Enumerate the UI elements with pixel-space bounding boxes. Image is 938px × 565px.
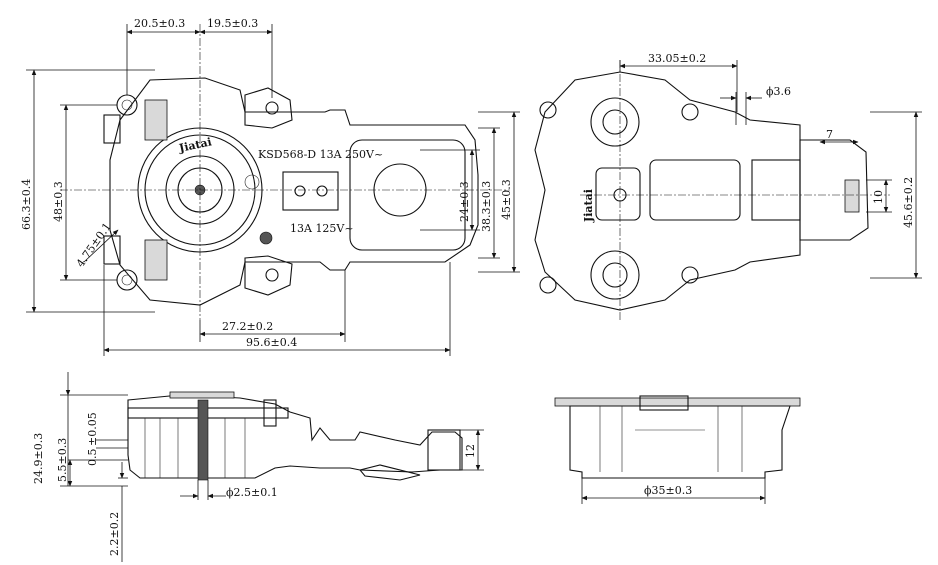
- bottom-view-body-outline: [534, 71, 801, 311]
- top-view-contact-rivet-2: [316, 185, 328, 197]
- dim-text-3-6: ϕ3.6: [766, 85, 791, 98]
- top-view-contact-rivet-1: [294, 185, 306, 197]
- bottom-view-hole-lower-left: [539, 276, 557, 294]
- top-view-marking-model: KSD568-D 13A 250V~: [258, 148, 383, 161]
- bottom-view-terminal-boss-upper: [590, 97, 640, 147]
- bottom-view-hole-upper-left: [539, 101, 557, 119]
- dim-leader-4-75: [83, 229, 119, 263]
- dim-text-33-05: 33.05±0.2: [648, 52, 706, 65]
- top-view: KSD568-D 13A 250V~ 13A 125V~ Jiatai 20.5…: [20, 17, 520, 356]
- dim-text-2-5: ϕ2.5±0.1: [226, 486, 278, 499]
- bottom-view-terminal-boss-upper-inner: [602, 109, 628, 135]
- dim-text-24: 24±0.3: [458, 181, 471, 222]
- top-view-mount-hole-upper-right: [265, 101, 279, 115]
- top-view-terminal-lower: [144, 239, 168, 281]
- side-view: 24.9±0.3 5.5±0.3 0.5 ±0.05 ϕ2.5±0.1 2.2±…: [32, 372, 484, 562]
- dim-text-19-5: 19.5±0.3: [207, 17, 258, 30]
- bottom-view-contact-cavity: [649, 159, 741, 221]
- dim-text-66-3: 66.3±0.4: [20, 179, 33, 230]
- side-view-plug-head: [427, 429, 461, 471]
- top-view-right-ear-lower: [244, 255, 293, 296]
- side-view-body-outline: [127, 394, 463, 479]
- dim-text-4-75: 4.75±0.1: [74, 220, 114, 269]
- dim-text-7: 7: [826, 128, 833, 141]
- top-view-marking-rating: 13A 125V~: [290, 222, 354, 235]
- top-view-tab-upper: [103, 114, 121, 144]
- dim-text-35: ϕ35±0.3: [644, 484, 692, 497]
- dim-text-10: 10: [872, 190, 885, 204]
- front-view-top-plate: [554, 397, 801, 407]
- bottom-view-plug-slot: [844, 179, 860, 213]
- bottom-view-hole-lower-right: [681, 266, 699, 284]
- top-view-contact-block: [282, 171, 339, 211]
- bottom-view-terminal-boss-lower: [590, 250, 640, 300]
- dim-text-20-5: 20.5±0.3: [134, 17, 185, 30]
- dim-text-38-3: 38.3±0.3: [480, 181, 493, 232]
- bottom-view-center-boss: [595, 167, 641, 221]
- dim-text-45: 45±0.3: [500, 179, 513, 220]
- front-view: ϕ35±0.3: [554, 395, 801, 504]
- bottom-view: Jiatai 33.05±0.2 ϕ3.6 7 10 45.6±0.2: [534, 52, 922, 320]
- top-view-terminal-upper: [144, 99, 168, 141]
- top-view-tab-lower: [103, 235, 121, 265]
- bottom-view-pin-guide: [751, 159, 801, 221]
- dim-text-0-5-tolerance: ±0.05: [86, 412, 99, 446]
- dim-text-12: 12: [464, 444, 477, 458]
- dim-text-45-6: 45.6±0.2: [902, 177, 915, 228]
- bottom-view-hole-upper-right: [681, 103, 699, 121]
- dim-text-24-9: 24.9±0.3: [32, 433, 45, 484]
- bottom-view-brand-logo: Jiatai: [582, 189, 595, 223]
- side-view-disc-cap: [169, 391, 235, 399]
- front-view-body-outline: [569, 405, 791, 479]
- side-view-latch: [359, 464, 421, 481]
- top-view-mount-hole-lower-right: [265, 268, 279, 282]
- dim-text-95-6: 95.6±0.4: [246, 336, 297, 349]
- top-view-mount-hole-upper-left: [116, 94, 138, 116]
- top-view-connector-housing: [349, 139, 466, 251]
- top-view-mount-hole-lower-left-inner: [121, 274, 133, 286]
- front-view-center-block: [639, 395, 689, 411]
- side-view-center-pin: [197, 399, 209, 481]
- dim-text-48: 48±0.3: [52, 181, 65, 222]
- top-view-adjust-screw: [259, 231, 273, 245]
- top-view-body-outline: [109, 77, 479, 306]
- side-view-screw: [263, 399, 277, 427]
- dim-text-2-2: 2.2±0.2: [108, 512, 121, 556]
- dim-text-27-2: 27.2±0.2: [222, 320, 273, 333]
- top-view-right-ear-upper: [244, 87, 293, 129]
- bottom-view-terminal-boss-lower-inner: [602, 262, 628, 288]
- top-view-mount-hole-upper-left-inner: [121, 99, 133, 111]
- top-view-reset-pin: [244, 174, 260, 190]
- dim-text-0-5: 0.5: [86, 449, 99, 467]
- dim-text-5-5: 5.5±0.3: [56, 438, 69, 482]
